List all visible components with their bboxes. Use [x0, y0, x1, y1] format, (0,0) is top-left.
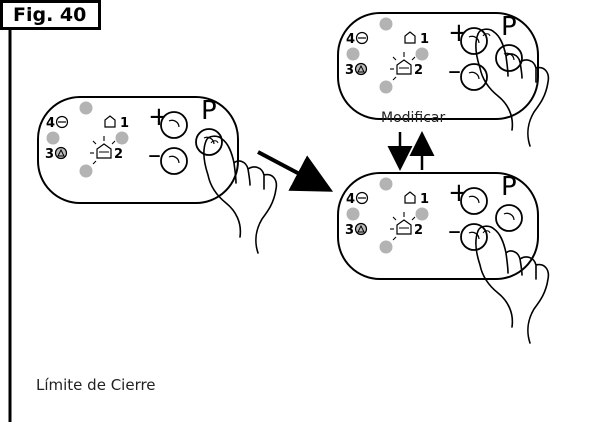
figure-tag-label: Fig. 40	[13, 4, 87, 26]
figure-tag: Fig. 40	[0, 0, 101, 30]
figure-caption: Límite de Cierre	[36, 376, 156, 394]
transition-arrow	[257, 150, 334, 192]
control-panel-step-1	[37, 95, 239, 204]
modify-label: Modificar	[381, 110, 446, 126]
